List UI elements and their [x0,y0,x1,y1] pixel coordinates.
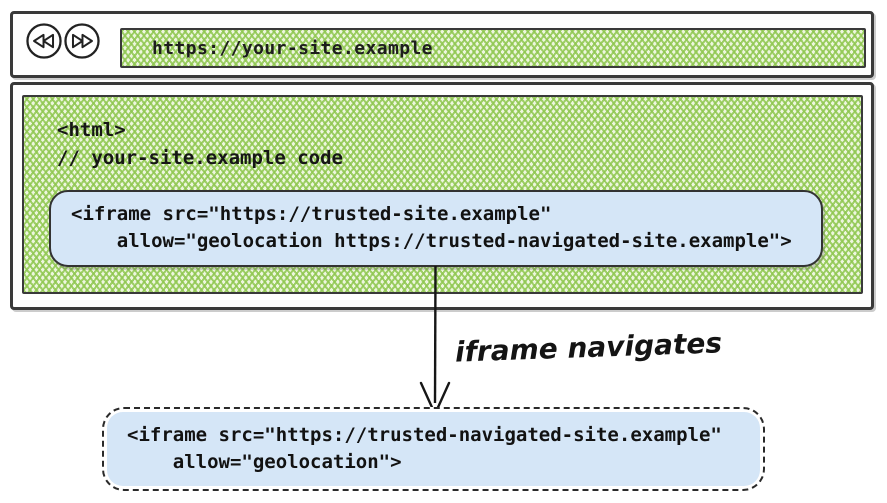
code-line-html: <html> [57,119,126,141]
navigation-arrow [417,265,457,424]
fast-forward-icon [63,23,101,64]
iframe-src-line: <iframe src="https://trusted-site.exampl… [71,203,552,225]
browser-window: <html> // your-site.example code <iframe… [10,82,874,310]
url-bar[interactable]: https://your-site.example [120,28,866,68]
page-source-code: <html> // your-site.example code [57,116,343,172]
back-button[interactable] [25,22,63,60]
navigated-src-line: <iframe src="https://trusted-navigated-s… [127,424,722,446]
iframe-snippet-navigated: <iframe src="https://trusted-navigated-s… [102,407,765,491]
rewind-icon [25,23,63,64]
your-site-page: <html> // your-site.example code <iframe… [22,95,863,294]
arrow-label: iframe navigates [454,326,723,369]
navigated-allow-line: allow="geolocation"> [127,451,402,473]
iframe-snippet-original: <iframe src="https://trusted-site.exampl… [49,190,823,267]
iframe-snippet-navigated-fill: <iframe src="https://trusted-navigated-s… [107,412,760,486]
browser-toolbar: https://your-site.example [10,11,874,78]
url-text: https://your-site.example [152,37,433,59]
forward-button[interactable] [63,22,101,60]
iframe-allow-line: allow="geolocation https://trusted-navig… [71,230,792,252]
code-line-comment: // your-site.example code [57,147,343,169]
